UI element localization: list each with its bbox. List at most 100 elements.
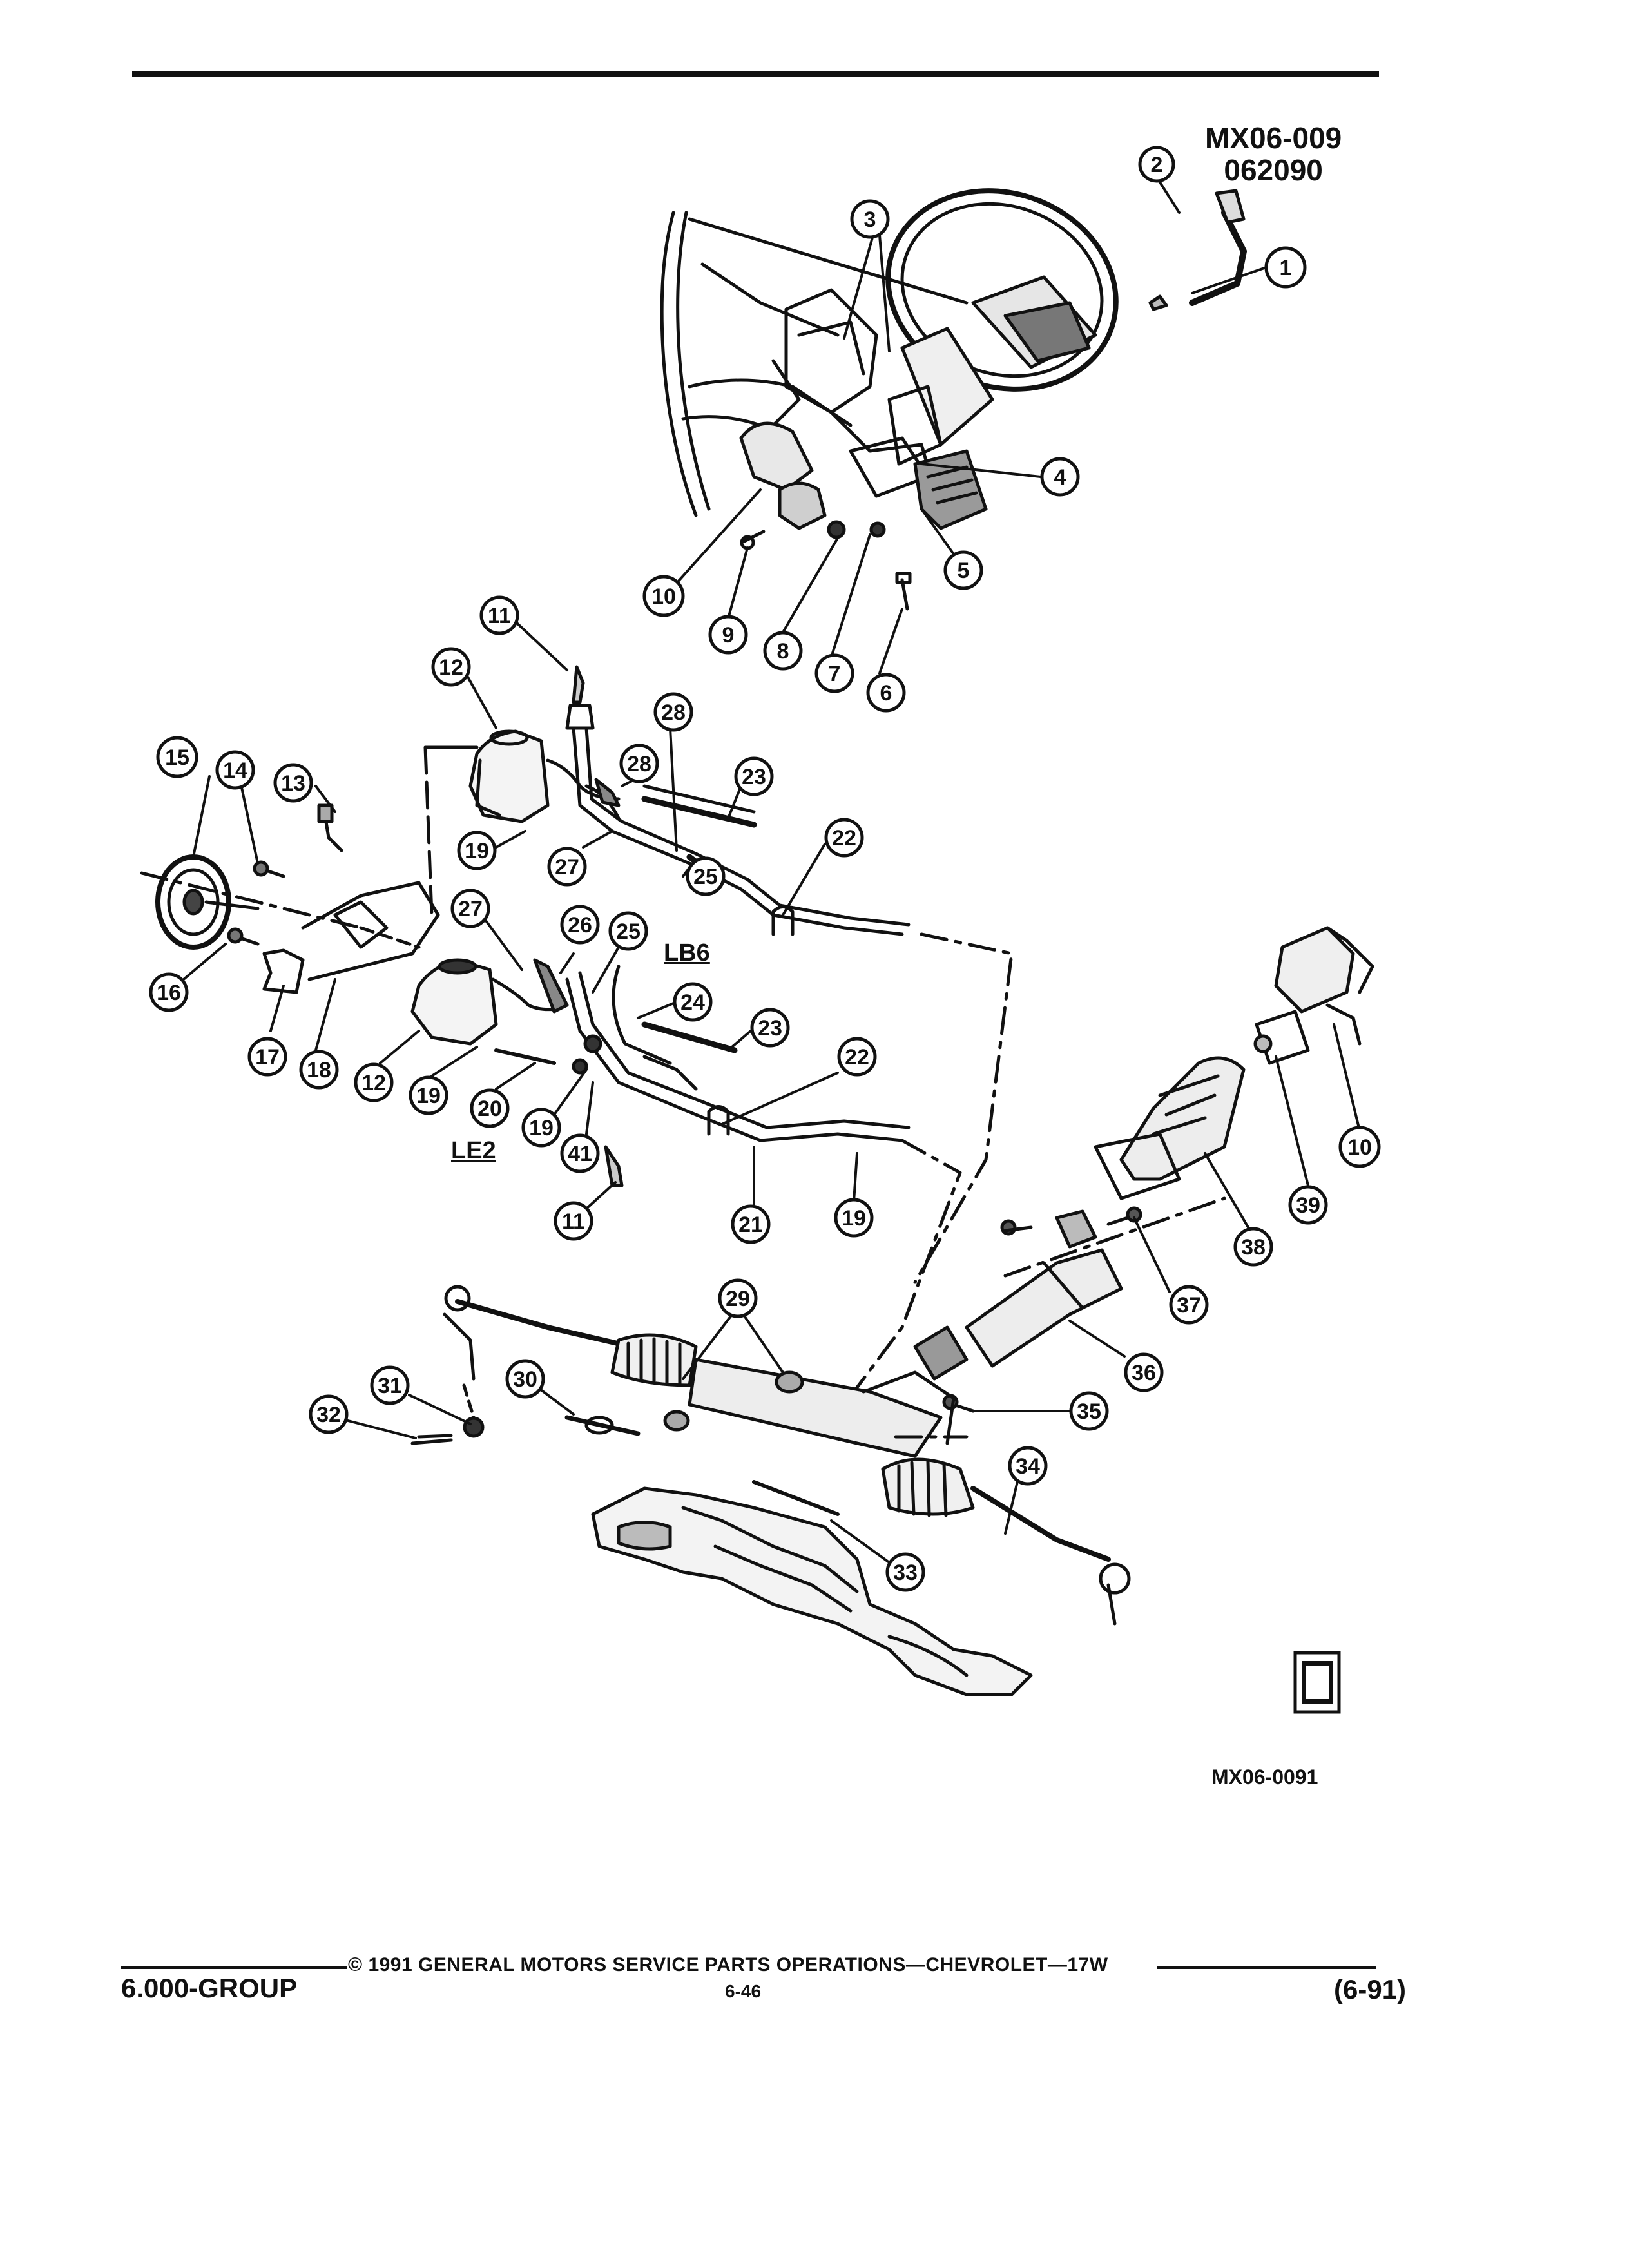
callout-number: 17 <box>255 1045 280 1070</box>
callout-31: 31 <box>370 1365 410 1405</box>
callout-11a: 11 <box>479 595 519 635</box>
callout-number: 10 <box>651 584 676 609</box>
footer-rule-right <box>1157 1966 1376 1969</box>
callout-number: 3 <box>864 207 876 232</box>
header-rule <box>132 71 1379 77</box>
callout-10a: 10 <box>642 575 685 617</box>
callout-33: 33 <box>885 1552 925 1592</box>
callout-number: 37 <box>1177 1293 1201 1318</box>
footer-date: (6-91) <box>1334 1974 1407 2004</box>
callout-39: 39 <box>1288 1185 1328 1225</box>
callout-number: 32 <box>316 1403 341 1427</box>
callout-number: 29 <box>726 1287 750 1311</box>
gm-spo-logo-icon <box>1293 1651 1341 1714</box>
callout-number: 9 <box>722 623 735 648</box>
footer-group: 6.000-GROUP <box>121 1973 298 2003</box>
callout-13: 13 <box>273 763 313 803</box>
callout-36: 36 <box>1124 1352 1164 1392</box>
footer-copyright: © 1991 GENERAL MOTORS SERVICE PARTS OPER… <box>348 1954 1108 1975</box>
callout-19c: 19 <box>521 1108 561 1148</box>
callout-number: 22 <box>845 1045 869 1070</box>
callout-18: 18 <box>299 1050 339 1090</box>
callout-20: 20 <box>470 1088 510 1128</box>
callout-15: 15 <box>156 736 198 778</box>
callout-22b: 22 <box>837 1037 877 1077</box>
callout-number: 38 <box>1241 1235 1266 1260</box>
callout-leaders <box>182 176 1361 1564</box>
callout-4: 4 <box>1040 457 1080 497</box>
callout-37: 37 <box>1169 1285 1209 1325</box>
callout-19d: 19 <box>834 1198 874 1238</box>
diagram-code-line2: 062090 <box>1224 153 1323 187</box>
power-steering-pump-area <box>140 665 1014 1407</box>
callout-6: 6 <box>866 673 906 713</box>
callout-number: 20 <box>477 1097 502 1121</box>
callout-number: 2 <box>1151 153 1163 177</box>
callout-number: 25 <box>693 865 718 889</box>
callout-number: 16 <box>157 981 181 1005</box>
callout-number: 1 <box>1280 256 1292 280</box>
callout-34: 34 <box>1008 1446 1048 1486</box>
callout-number: 18 <box>307 1058 331 1082</box>
callout-35: 35 <box>1069 1391 1109 1431</box>
callout-number: 27 <box>555 855 579 879</box>
callout-29: 29 <box>718 1278 758 1318</box>
callout-number: 12 <box>361 1071 386 1095</box>
callout-11b: 11 <box>554 1201 593 1241</box>
callout-12b: 12 <box>354 1062 394 1102</box>
engine-tag-lb6: LB6 <box>664 939 710 966</box>
callout-2: 2 <box>1138 146 1175 183</box>
callout-21: 21 <box>731 1204 771 1244</box>
callout-1: 1 <box>1264 246 1307 289</box>
callout-number: 19 <box>416 1084 441 1108</box>
callout-28b: 28 <box>619 744 659 783</box>
callout-30: 30 <box>505 1359 545 1399</box>
callout-5: 5 <box>943 550 983 590</box>
callout-number: 24 <box>680 990 705 1015</box>
callout-number: 6 <box>880 681 892 706</box>
callout-number: 27 <box>458 897 483 921</box>
callout-number: 26 <box>568 913 592 937</box>
callout-number: 28 <box>627 752 651 776</box>
callout-28a: 28 <box>653 692 693 732</box>
callout-7: 7 <box>815 653 854 693</box>
callout-number: 39 <box>1296 1193 1320 1218</box>
callout-27b: 27 <box>450 889 490 928</box>
callout-number: 12 <box>439 655 463 680</box>
intermediate-shaft-assembly <box>913 926 1374 1413</box>
callout-number: 13 <box>281 771 305 796</box>
illustration-code: MX06-0091 <box>1211 1765 1318 1789</box>
callout-number: 23 <box>742 765 766 789</box>
callout-8: 8 <box>763 631 803 671</box>
callout-22a: 22 <box>824 818 864 858</box>
callout-19a: 19 <box>457 831 497 870</box>
engine-tag-le2: LE2 <box>451 1137 496 1164</box>
callout-number: 41 <box>568 1142 592 1166</box>
callout-23a: 23 <box>734 756 774 796</box>
callout-38: 38 <box>1233 1227 1273 1267</box>
callout-number: 28 <box>661 700 686 725</box>
diagram-code: MX06-009 062090 <box>1205 122 1342 186</box>
callout-32: 32 <box>309 1394 349 1434</box>
callout-24: 24 <box>673 982 713 1022</box>
callout-number: 19 <box>465 839 489 863</box>
callout-19b: 19 <box>409 1075 448 1115</box>
callout-26: 26 <box>560 905 600 945</box>
steering-column-assembly <box>660 188 1247 611</box>
callout-number: 11 <box>488 604 511 628</box>
callout-25b: 25 <box>608 911 648 951</box>
diagram-code-line1: MX06-009 <box>1205 121 1342 155</box>
rack-and-pinion-assembly <box>410 1285 1131 1696</box>
callout-10b: 10 <box>1338 1126 1381 1168</box>
callout-number: 23 <box>758 1016 782 1041</box>
footer-rule-left <box>121 1966 347 1969</box>
callout-number: 22 <box>832 826 856 850</box>
callout-number: 19 <box>842 1206 866 1231</box>
callout-number: 14 <box>223 758 247 783</box>
callout-17: 17 <box>247 1037 287 1077</box>
callout-number: 34 <box>1016 1454 1040 1479</box>
callout-number: 8 <box>777 639 789 664</box>
